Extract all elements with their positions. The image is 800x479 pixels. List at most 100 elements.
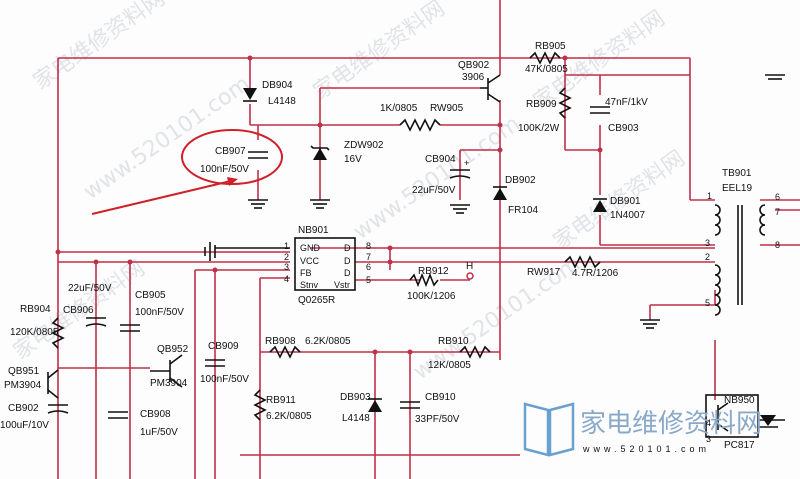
diode-db901: DB901 1N4007 bbox=[593, 196, 645, 221]
svg-text:CB902: CB902 bbox=[8, 403, 39, 414]
svg-text:100K/2W: 100K/2W bbox=[518, 123, 560, 134]
svg-text:6.2K/0805: 6.2K/0805 bbox=[266, 411, 312, 422]
watermark-text: 家电维修资料网 bbox=[29, 0, 170, 95]
svg-text:3: 3 bbox=[706, 434, 711, 444]
ic-ref: NB901 bbox=[298, 225, 329, 236]
capacitor-cb906: 22uF/50V CB906 bbox=[63, 283, 112, 327]
resistor-rb905: RB905 47K/0805 bbox=[525, 41, 568, 75]
capacitor-cb904: + CB904 22uF/50V bbox=[412, 154, 471, 214]
svg-text:33PF/50V: 33PF/50V bbox=[415, 414, 460, 425]
svg-text:100nF/50V: 100nF/50V bbox=[200, 374, 249, 385]
svg-text:ZDW902: ZDW902 bbox=[344, 140, 384, 151]
svg-text:22uF/50V: 22uF/50V bbox=[68, 283, 112, 294]
resistor-rb909: RB909 100K/2W bbox=[518, 87, 572, 134]
ic-part: Q0265R bbox=[298, 295, 335, 306]
svg-text:PM3904: PM3904 bbox=[4, 380, 42, 391]
ic-pin-num: 5 bbox=[366, 275, 371, 285]
capacitor-cb902: CB902 100uF/10V bbox=[0, 403, 69, 431]
svg-text:3: 3 bbox=[705, 238, 710, 248]
svg-text:RB912: RB912 bbox=[418, 266, 449, 277]
svg-text:3906: 3906 bbox=[462, 72, 485, 83]
capacitor-cb909: CB909 100nF/50V bbox=[200, 341, 249, 385]
svg-text:NB950: NB950 bbox=[724, 395, 755, 406]
svg-text:100K/1206: 100K/1206 bbox=[407, 291, 456, 302]
svg-text:PC817: PC817 bbox=[724, 440, 755, 451]
svg-text:L4148: L4148 bbox=[342, 413, 370, 424]
svg-text:QB952: QB952 bbox=[157, 344, 189, 355]
diode-db902: DB902 FR104 bbox=[493, 175, 538, 216]
ic-pin-num: 8 bbox=[366, 241, 371, 251]
svg-text:DB901: DB901 bbox=[610, 196, 641, 207]
svg-text:DB903: DB903 bbox=[340, 392, 371, 403]
resistor-rw905: 1K/0805 RW905 bbox=[380, 103, 464, 132]
diode-db904: DB904 L4148 bbox=[243, 80, 296, 107]
svg-text:H: H bbox=[466, 261, 473, 272]
highlight-circle bbox=[181, 129, 283, 185]
resistor-rw917: RW917 4.7R/1206 bbox=[527, 255, 619, 279]
svg-text:CB909: CB909 bbox=[208, 341, 239, 352]
zener-zdw902: ZDW902 16V bbox=[310, 140, 384, 209]
svg-text:CB905: CB905 bbox=[135, 290, 166, 301]
svg-text:RB910: RB910 bbox=[438, 336, 469, 347]
resistor-rb904: RB904 120K/0805 bbox=[10, 304, 65, 349]
svg-text:120K/0805: 120K/0805 bbox=[10, 327, 59, 338]
svg-text:6.2K/0805: 6.2K/0805 bbox=[305, 336, 351, 347]
ic-pin-name: Vstr bbox=[334, 280, 350, 290]
svg-text:4.7R/1206: 4.7R/1206 bbox=[572, 268, 619, 279]
svg-text:RB905: RB905 bbox=[535, 41, 566, 52]
svg-text:2: 2 bbox=[705, 252, 710, 262]
capacitor-cb903: 47nF/1kV CB903 bbox=[590, 97, 648, 134]
ic-pin-name: Stnv bbox=[300, 280, 319, 290]
svg-text:CB904: CB904 bbox=[425, 154, 456, 165]
capacitor-cb910: CB910 33PF/50V bbox=[400, 392, 460, 425]
resistor-rb912: RB912 100K/1206 H bbox=[407, 261, 474, 302]
svg-text:RB909: RB909 bbox=[526, 99, 557, 110]
svg-text:1K/0805: 1K/0805 bbox=[380, 103, 418, 114]
svg-text:CB906: CB906 bbox=[63, 305, 94, 316]
ic-pin-num: 1 bbox=[284, 241, 289, 251]
svg-text:6: 6 bbox=[775, 192, 780, 202]
svg-text:RB908: RB908 bbox=[265, 336, 296, 347]
svg-text:QB902: QB902 bbox=[458, 60, 490, 71]
ic-pin-num: 3 bbox=[284, 262, 289, 272]
svg-text:1: 1 bbox=[707, 191, 712, 201]
junctions bbox=[55, 55, 603, 355]
svg-text:QB951: QB951 bbox=[8, 366, 40, 377]
ic-pin-num: 6 bbox=[366, 262, 371, 272]
svg-text:DB902: DB902 bbox=[505, 175, 536, 186]
capacitor-cb907: CB907 100nF/50V bbox=[91, 129, 283, 215]
watermark-text: 家电维修资料网 bbox=[309, 0, 450, 105]
resistor-rb911: RB911 6.2K/0805 bbox=[253, 389, 312, 422]
svg-text:L4148: L4148 bbox=[268, 96, 296, 107]
optocoupler-nb950: NB950 PC817 4 3 bbox=[705, 394, 785, 451]
svg-text:CB907: CB907 bbox=[215, 146, 246, 157]
svg-text:RW905: RW905 bbox=[430, 103, 464, 114]
svg-text:CB908: CB908 bbox=[140, 409, 171, 420]
site-logo: 家电维修资料网 www.520101.com bbox=[523, 402, 762, 457]
svg-text:RB904: RB904 bbox=[20, 304, 51, 315]
svg-text:4: 4 bbox=[706, 418, 711, 428]
ic-pin-num: 4 bbox=[284, 274, 289, 284]
capacitor-cb905: CB905 100nF/50V bbox=[120, 290, 184, 332]
svg-text:22uF/50V: 22uF/50V bbox=[412, 185, 456, 196]
capacitor-cb908: CB908 1uF/50V bbox=[108, 409, 178, 438]
svg-text:7: 7 bbox=[775, 207, 780, 217]
ic-pin-name: GND bbox=[300, 243, 321, 253]
svg-text:TB901: TB901 bbox=[722, 168, 752, 179]
svg-text:+: + bbox=[464, 158, 469, 168]
ic-pin-name: D bbox=[344, 268, 351, 278]
svg-text:RB911: RB911 bbox=[266, 395, 296, 406]
svg-text:16V: 16V bbox=[344, 154, 362, 165]
watermark-url: www.520101.com bbox=[349, 111, 525, 244]
ic-pin-name: VCC bbox=[300, 256, 320, 266]
ground-symbol bbox=[204, 242, 290, 261]
transistor-qb951: QB951 PM3904 bbox=[4, 366, 59, 399]
wires bbox=[57, 0, 800, 479]
transistor-qb902: QB902 3906 bbox=[458, 60, 501, 103]
ic-pin-num: 7 bbox=[366, 252, 371, 262]
resistor-rb908: RB908 6.2K/0805 bbox=[265, 336, 351, 359]
logo-text: 家电维修资料网 bbox=[580, 409, 762, 439]
svg-text:8: 8 bbox=[775, 240, 780, 250]
